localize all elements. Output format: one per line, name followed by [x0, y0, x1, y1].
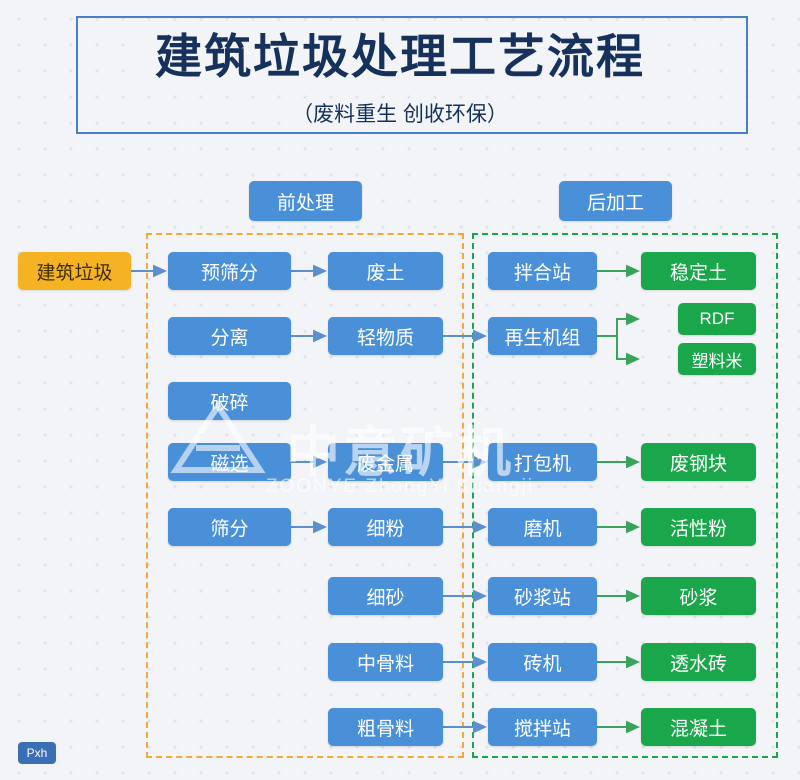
node-material-2[interactable]: 轻物质: [328, 317, 443, 355]
node-product-7[interactable]: 透水砖: [641, 643, 756, 681]
node-product-8[interactable]: 混凝土: [641, 708, 756, 746]
node-pre-2[interactable]: 分离: [168, 317, 291, 355]
group-box-pretreatment: [146, 233, 464, 758]
node-equipment-1[interactable]: 拌合站: [488, 252, 597, 290]
page-subtitle: （废料重生 创收环保）: [0, 98, 800, 128]
node-material-5[interactable]: 细砂: [328, 577, 443, 615]
corner-badge: Pxh: [18, 742, 56, 764]
node-pre-4[interactable]: 磁选: [168, 443, 291, 481]
page-title: 建筑垃圾处理工艺流程: [0, 18, 800, 87]
title-frame: [76, 16, 748, 134]
page-title-text: 建筑垃圾处理工艺流程: [145, 30, 655, 83]
group-label-postprocessing[interactable]: 后加工: [559, 181, 672, 221]
node-equipment-6[interactable]: 砖机: [488, 643, 597, 681]
node-equipment-2[interactable]: 再生机组: [488, 317, 597, 355]
node-input-construction-waste[interactable]: 建筑垃圾: [18, 252, 131, 290]
node-equipment-5[interactable]: 砂浆站: [488, 577, 597, 615]
node-product-3[interactable]: 塑料米: [678, 343, 756, 375]
group-box-postprocessing: [472, 233, 778, 758]
node-product-6[interactable]: 砂浆: [641, 577, 756, 615]
node-equipment-7[interactable]: 搅拌站: [488, 708, 597, 746]
node-equipment-3[interactable]: 打包机: [488, 443, 597, 481]
node-equipment-4[interactable]: 磨机: [488, 508, 597, 546]
node-pre-1[interactable]: 预筛分: [168, 252, 291, 290]
node-material-4[interactable]: 细粉: [328, 508, 443, 546]
group-label-pretreatment[interactable]: 前处理: [249, 181, 362, 221]
node-material-6[interactable]: 中骨料: [328, 643, 443, 681]
node-pre-3[interactable]: 破碎: [168, 382, 291, 420]
node-product-2[interactable]: RDF: [678, 303, 756, 335]
page-subtitle-text: （废料重生 创收环保）: [282, 103, 518, 126]
node-material-7[interactable]: 粗骨料: [328, 708, 443, 746]
node-product-4[interactable]: 废钢块: [641, 443, 756, 481]
node-product-1[interactable]: 稳定土: [641, 252, 756, 290]
node-material-1[interactable]: 废土: [328, 252, 443, 290]
node-material-3[interactable]: 废金属: [328, 443, 443, 481]
node-product-5[interactable]: 活性粉: [641, 508, 756, 546]
node-pre-5[interactable]: 筛分: [168, 508, 291, 546]
